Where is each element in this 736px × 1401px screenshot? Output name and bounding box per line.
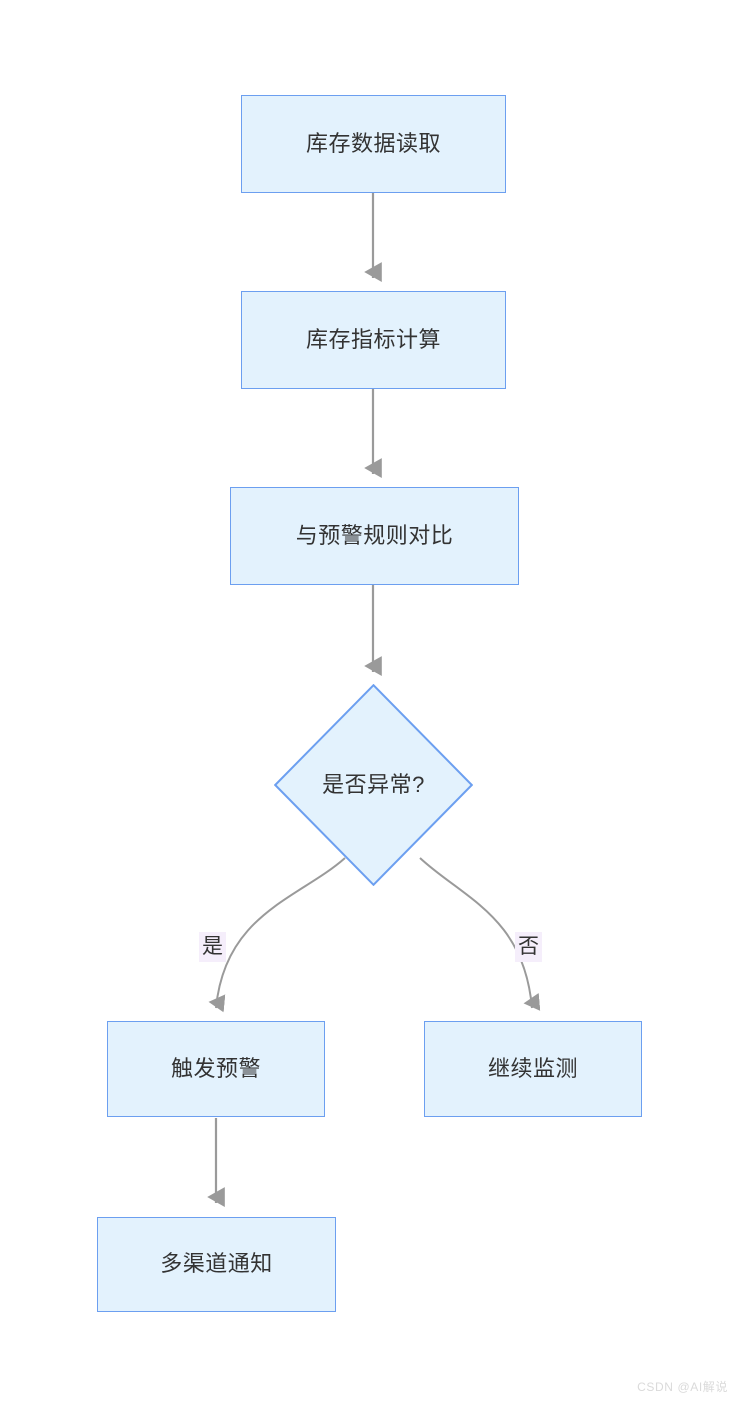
edge-label-yes: 是	[199, 932, 226, 963]
node-inventory-metric-calc[interactable]: 库存指标计算	[241, 291, 506, 389]
node-continue-monitoring[interactable]: 继续监测	[424, 1021, 642, 1117]
edge-label-no: 否	[515, 932, 542, 963]
node-label: 继续监测	[487, 1055, 578, 1081]
node-label: 多渠道通知	[160, 1251, 273, 1277]
node-decision-is-abnormal[interactable]: 是否异常?	[274, 684, 473, 886]
node-label: 与预警规则对比	[295, 522, 454, 548]
node-trigger-alert[interactable]: 触发预警	[107, 1021, 325, 1117]
node-compare-alert-rules[interactable]: 与预警规则对比	[230, 487, 519, 585]
diamond-shape	[274, 684, 473, 886]
watermark: CSDN @AI解说	[637, 1380, 728, 1394]
node-label: 库存指标计算	[305, 326, 441, 352]
node-inventory-data-read[interactable]: 库存数据读取	[241, 95, 506, 193]
node-multichannel-notify[interactable]: 多渠道通知	[97, 1217, 336, 1312]
node-label: 库存数据读取	[305, 130, 441, 156]
node-label: 是否异常?	[322, 771, 425, 797]
node-label: 触发预警	[170, 1055, 261, 1081]
